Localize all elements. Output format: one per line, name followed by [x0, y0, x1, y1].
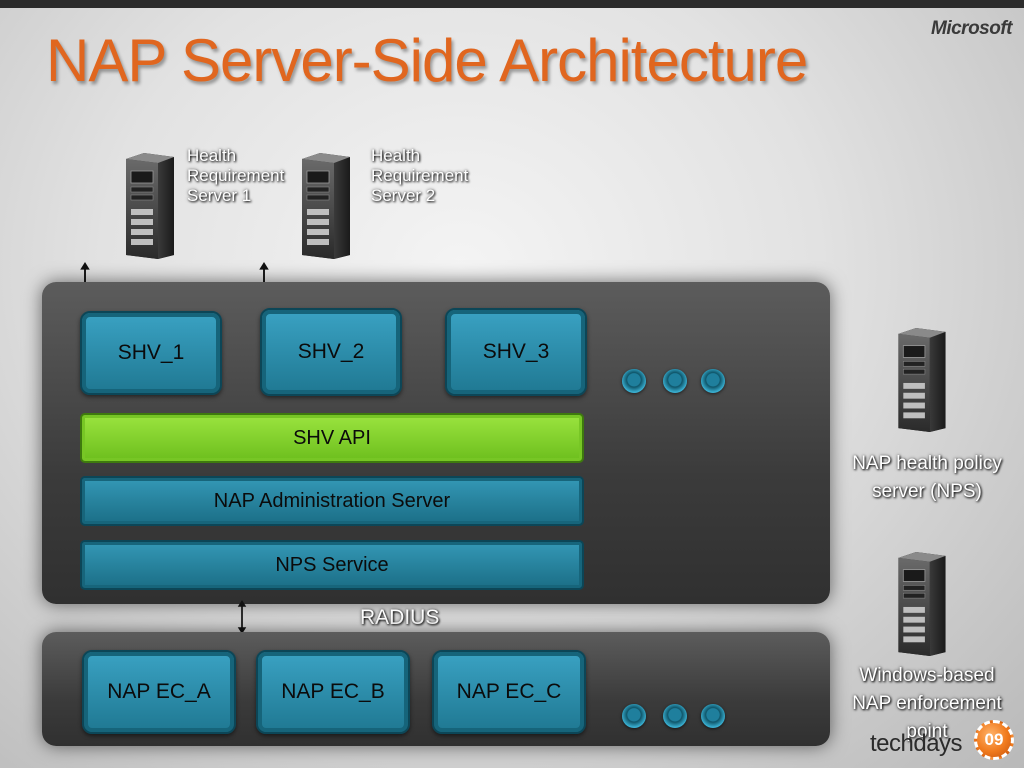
- hrs2-label: Health Requirement Server 2: [371, 146, 468, 206]
- hrs2-label-line: Health: [371, 146, 421, 165]
- nps-label-line: server (NPS): [872, 481, 982, 502]
- shv-api-bar: SHV API: [80, 413, 584, 463]
- nps-label-line: NAP health policy: [852, 453, 1002, 474]
- top-bar: [0, 0, 1024, 8]
- slide-title: NAP Server-Side Architecture: [46, 27, 808, 94]
- hrs1-label-line: Requirement: [187, 166, 285, 185]
- hrs1-label-line: Health: [187, 146, 237, 165]
- hrs1-label: Health Requirement Server 1: [187, 146, 284, 206]
- enforcement-client-box: NAP EC_A: [82, 650, 236, 734]
- server-tower-icon: [890, 326, 950, 434]
- enforcement-label-line: point: [906, 721, 948, 742]
- enforcement-client-box: NAP EC_C: [432, 650, 586, 734]
- ellipsis-dot-icon: [663, 704, 687, 728]
- enforcement-label-line: NAP enforcement: [852, 693, 1002, 714]
- brand-logo: Microsoft: [931, 18, 1013, 39]
- enforcement-client-box: NAP EC_B: [256, 650, 410, 734]
- radius-label: RADIUS: [360, 606, 440, 629]
- hrs1-label-line: Server 1: [187, 186, 252, 205]
- ellipsis-dot-icon: [622, 369, 646, 393]
- nps-service-bar: NPS Service: [80, 540, 584, 590]
- hrs2-label-line: Requirement: [371, 166, 469, 185]
- nap-admin-server-bar: NAP Administration Server: [80, 476, 584, 526]
- techdays-logo: techdays 09: [870, 718, 1020, 768]
- ellipsis-dot-icon: [701, 369, 725, 393]
- nps-server-label: NAP health policy server (NPS): [834, 450, 1020, 506]
- ellipsis-dot-icon: [622, 704, 646, 728]
- server-tower-icon: [118, 150, 178, 262]
- server-tower-icon: [294, 150, 354, 262]
- shv-box: SHV_2: [260, 308, 402, 396]
- enforcement-label-line: Windows-based: [859, 665, 995, 686]
- techdays-logo-text: techdays: [870, 730, 963, 757]
- shv-box: SHV_3: [445, 308, 587, 396]
- ellipsis-dot-icon: [663, 369, 687, 393]
- shv-box: SHV_1: [80, 311, 222, 395]
- hrs2-label-line: Server 2: [371, 186, 436, 205]
- techdays-badge: 09: [974, 720, 1014, 760]
- ellipsis-dot-icon: [701, 704, 725, 728]
- server-tower-icon: [890, 550, 950, 658]
- enforcement-server-label: Windows-based NAP enforcement point: [834, 662, 1020, 746]
- double-arrow-icon: [235, 600, 249, 634]
